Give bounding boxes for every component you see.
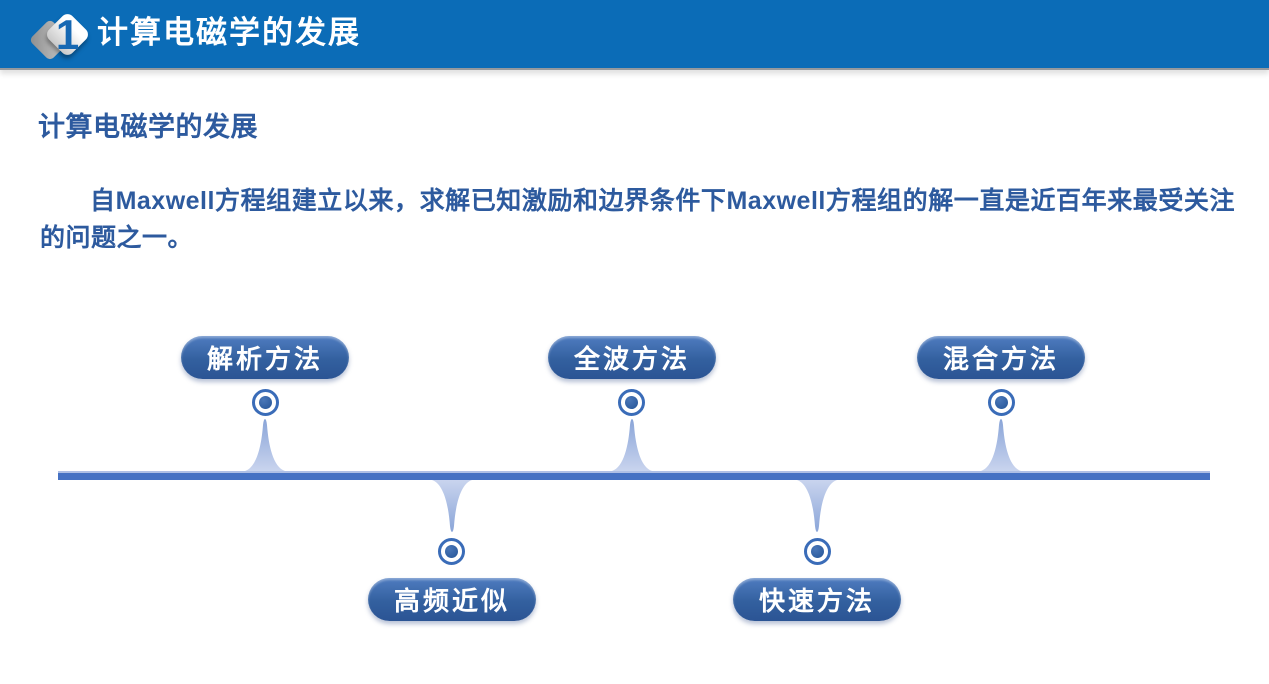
timeline-pill-label: 解析方法 — [206, 344, 323, 374]
timeline-spike-icon — [245, 419, 285, 471]
timeline-pill-fullwave: 全波方法 — [548, 336, 716, 379]
header-title: 计算电磁学的发展 — [97, 15, 361, 50]
timeline-diagram: 解析方法 全波方法 混合方法 — [0, 300, 1269, 660]
timeline-pill-label: 混合方法 — [942, 344, 1059, 374]
timeline-spike-icon — [981, 419, 1021, 471]
timeline-spike-icon — [797, 480, 837, 532]
section-heading: 计算电磁学的发展 — [38, 112, 258, 142]
timeline-pill-label: 快速方法 — [758, 586, 875, 616]
timeline-marker-icon — [618, 389, 645, 416]
timeline-marker-icon — [252, 389, 279, 416]
timeline-spike-icon — [612, 419, 652, 471]
timeline-pill-label: 全波方法 — [573, 344, 690, 374]
section-number-badge: 1 — [0, 0, 100, 68]
timeline-spike-icon — [432, 480, 472, 532]
timeline-pill-label: 高频近似 — [393, 586, 510, 616]
header-bar: 1 计算电磁学的发展 — [0, 0, 1269, 70]
body-paragraph: 自Maxwell方程组建立以来，求解已知激励和边界条件下Maxwell方程组的解… — [40, 187, 1235, 252]
timeline-pill-hybrid: 混合方法 — [917, 336, 1085, 379]
timeline-pill-analytical: 解析方法 — [181, 336, 349, 379]
timeline-pill-fast: 快速方法 — [733, 578, 901, 621]
timeline-pill-highfreq: 高频近似 — [368, 578, 536, 621]
timeline-marker-icon — [804, 538, 831, 565]
timeline-marker-icon — [438, 538, 465, 565]
timeline-axis-bar — [58, 471, 1210, 480]
badge-number: 1 — [55, 11, 80, 58]
timeline-marker-icon — [988, 389, 1015, 416]
